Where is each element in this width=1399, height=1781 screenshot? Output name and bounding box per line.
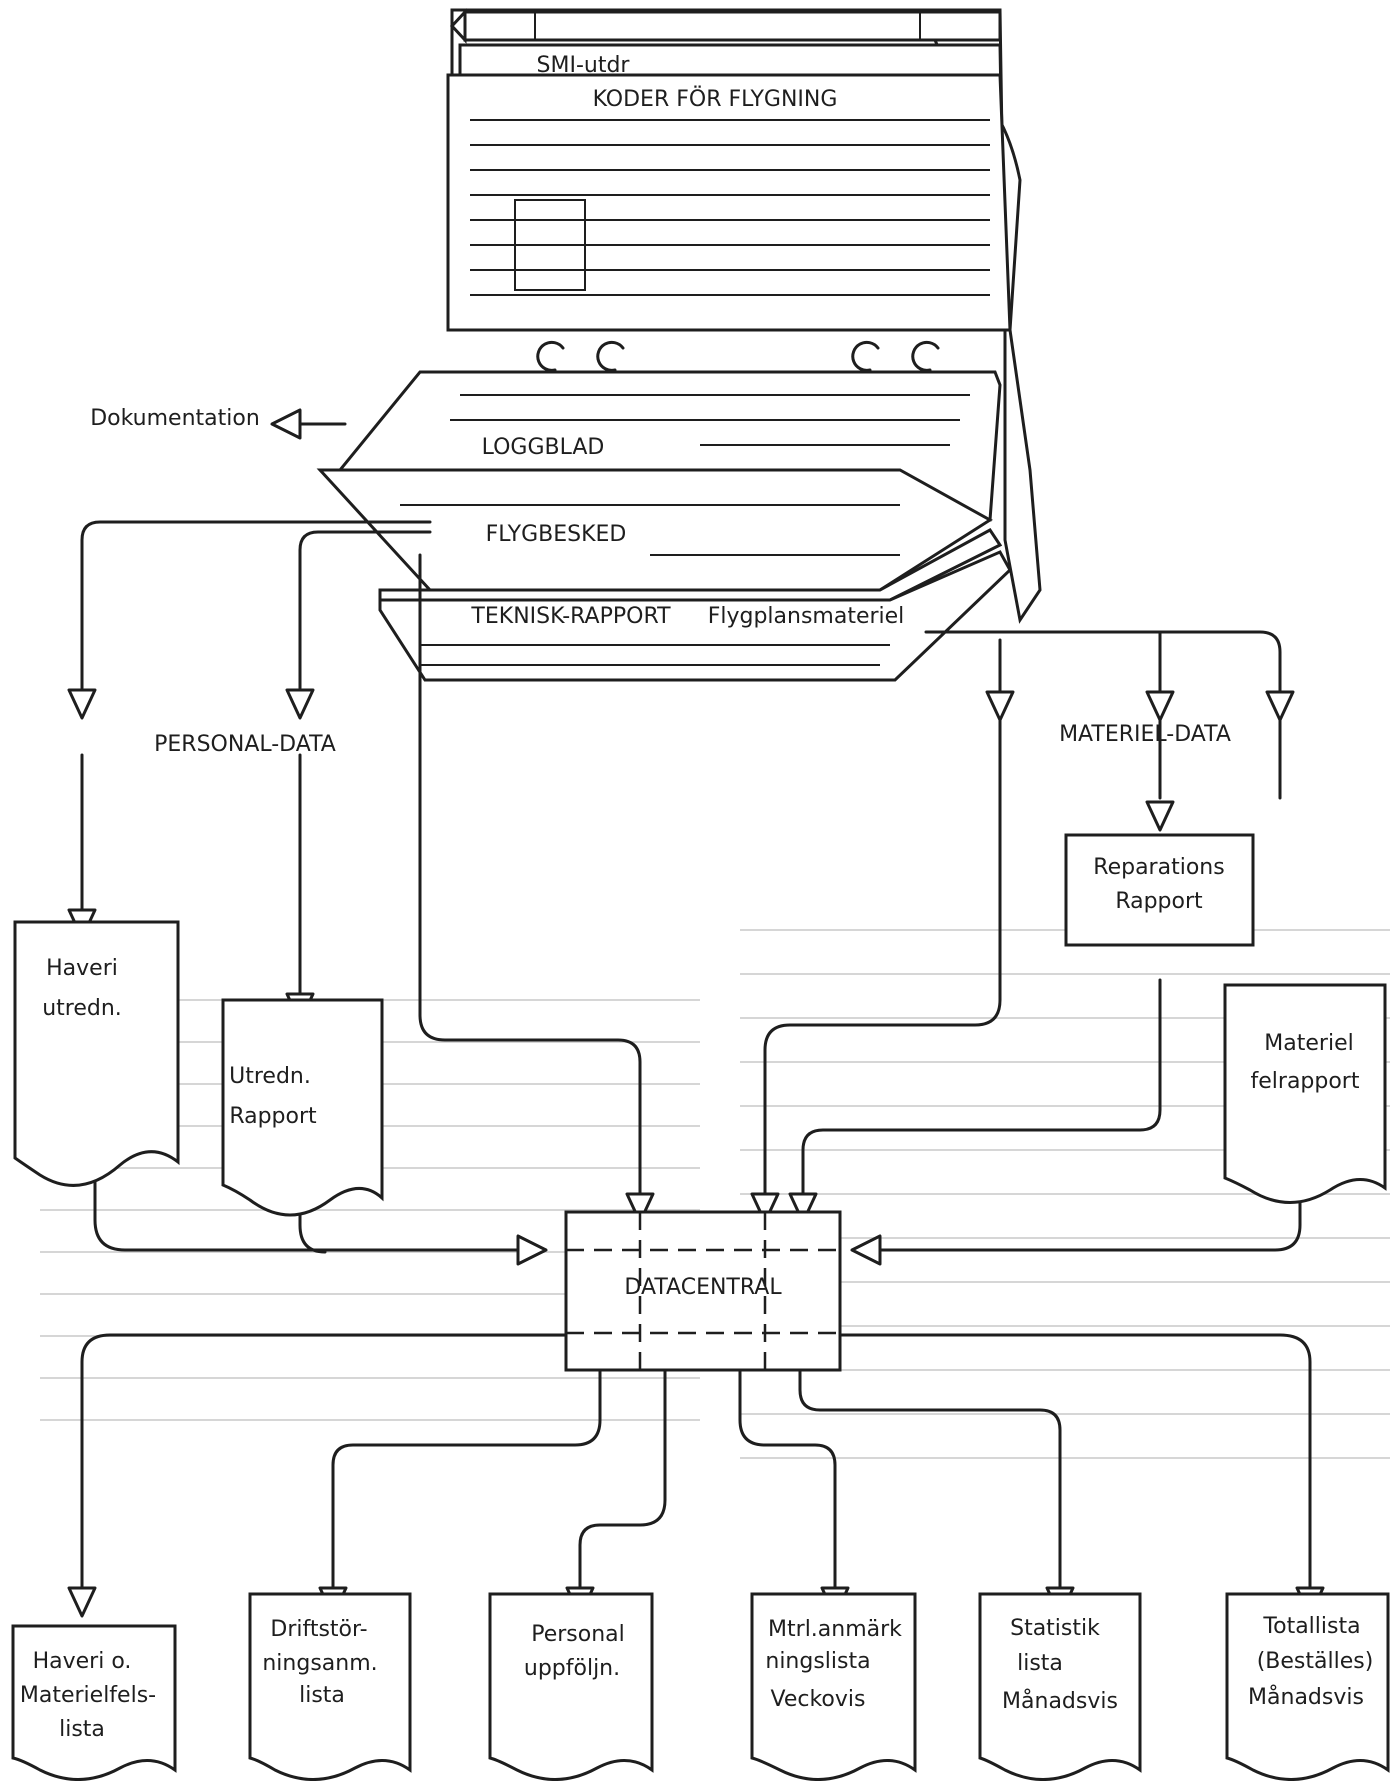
book-page-koder: KODER FÖR FLYGNING — [593, 86, 838, 112]
doc-statistik-lista: Statistik lista Månadsvis — [978, 1592, 1142, 1781]
datacentral-label: DATACENTRAL — [624, 1275, 782, 1300]
svg-text:(Beställes): (Beställes) — [1257, 1649, 1374, 1674]
book-page-teknisk: TEKNISK-RAPPORT — [470, 604, 671, 629]
page-teknisk-rapport — [378, 550, 1012, 682]
book-tab-smi: SMI-utdr — [537, 53, 631, 78]
page-flygbesked — [316, 468, 993, 592]
svg-text:Utredn.: Utredn. — [229, 1064, 311, 1089]
svg-text:Månadsvis: Månadsvis — [1002, 1688, 1118, 1714]
svg-text:lista: lista — [299, 1683, 345, 1708]
doc-haveri-materielfelslista: Haveri o. Materielfels- lista — [11, 1624, 177, 1781]
doc-personal-uppfoljn: Personal uppföljn. — [488, 1592, 654, 1781]
svg-text:Veckovis: Veckovis — [771, 1687, 866, 1712]
doc-totallista: Totallista (Beställes) Månadsvis — [1225, 1592, 1390, 1781]
book-page-loggblad: LOGGBLAD — [482, 435, 605, 460]
svg-text:Materiel: Materiel — [1264, 1031, 1353, 1056]
svg-text:Månadsvis: Månadsvis — [1248, 1684, 1364, 1710]
svg-text:ningsanm.: ningsanm. — [262, 1651, 377, 1676]
doc-utredn-rapport: Utredn. Rapport — [221, 998, 384, 1217]
doc-mtrl-anmarkningslista: Mtrl.anmärk ningslista Veckovis — [750, 1592, 917, 1781]
page-koder — [446, 73, 1012, 332]
doc-materiel-felrapport: Materiel felrapport — [1223, 983, 1387, 1204]
svg-text:felrapport: felrapport — [1251, 1069, 1360, 1094]
svg-text:Personal: Personal — [531, 1622, 625, 1647]
svg-text:Haveri: Haveri — [46, 956, 118, 981]
svg-text:Rapport: Rapport — [1115, 889, 1203, 914]
svg-text:Driftstör-: Driftstör- — [270, 1617, 367, 1642]
doc-haveri-utredn: Haveri utredn. — [13, 920, 180, 1187]
arrowheads-top — [67, 688, 1319, 1266]
svg-text:Totallista: Totallista — [1262, 1614, 1360, 1639]
svg-text:lista: lista — [59, 1717, 105, 1742]
svg-text:Rapport: Rapport — [229, 1104, 317, 1129]
book-page-flygbesked: FLYGBESKED — [486, 522, 627, 547]
doc-driftstorningsanm-lista: Driftstör- ningsanm. lista — [248, 1592, 412, 1781]
svg-text:ningslista: ningslista — [765, 1649, 870, 1674]
connectors-top — [80, 520, 1302, 1254]
page-lines-lower — [400, 394, 970, 666]
binder-spine — [1003, 328, 1042, 624]
svg-text:lista: lista — [1017, 1651, 1063, 1676]
page-koder-lines — [470, 119, 990, 296]
svg-text:uppföljn.: uppföljn. — [524, 1656, 620, 1681]
svg-text:Haveri o.: Haveri o. — [33, 1649, 132, 1674]
datacentral-node: DATACENTRAL — [564, 1210, 842, 1372]
dokumentation-label: Dokumentation — [90, 406, 260, 431]
svg-text:Mtrl.anmärk: Mtrl.anmärk — [768, 1617, 902, 1642]
doc-reparations-rapport: Reparations Rapport — [1064, 833, 1255, 947]
connectors-bottom — [80, 1333, 1312, 1592]
book-page-flygplansmateriel: Flygplansmateriel — [708, 604, 905, 629]
flight-binder: SMI-utdr KODER FÖR FLYGNING LOGGBLAD FLY… — [316, 8, 1042, 682]
svg-text:Statistik: Statistik — [1010, 1616, 1100, 1641]
binder-rings — [536, 340, 940, 372]
svg-text:Reparations: Reparations — [1093, 855, 1224, 880]
dokumentation-arrow: Dokumentation — [90, 406, 347, 440]
materiel-data-heading: MATERIEL-DATA — [1059, 722, 1231, 747]
personal-data-heading: PERSONAL-DATA — [154, 732, 336, 757]
svg-text:utredn.: utredn. — [42, 996, 122, 1021]
svg-text:Materielfels-: Materielfels- — [20, 1683, 156, 1708]
